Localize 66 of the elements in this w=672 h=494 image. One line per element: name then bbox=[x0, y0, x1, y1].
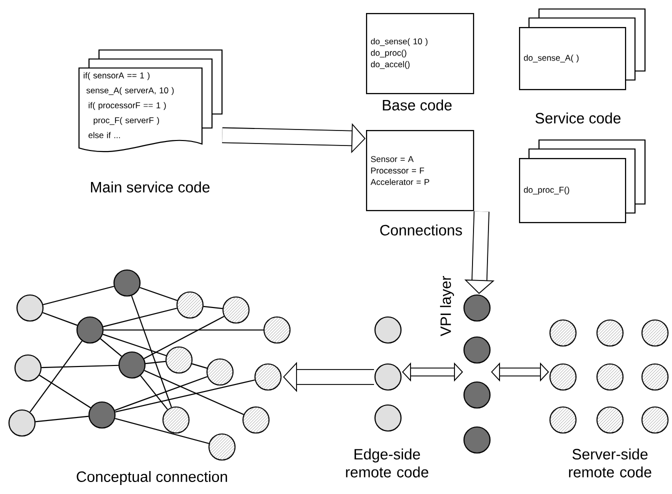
circle-node bbox=[596, 363, 624, 391]
connector-line bbox=[42, 312, 78, 326]
block-arrow bbox=[491, 362, 549, 382]
circle-node bbox=[596, 319, 624, 347]
code-box: do_sense( 10 ) do_proc() do_accel() bbox=[366, 13, 474, 94]
circle-node bbox=[641, 319, 669, 347]
connector-line bbox=[114, 418, 210, 444]
connector-line bbox=[30, 340, 82, 412]
code-box: Sensor = A Processor = F Accelerator = P bbox=[366, 130, 474, 212]
circle-node bbox=[222, 296, 250, 324]
circle-node bbox=[463, 294, 491, 322]
node-label: Connections bbox=[380, 224, 462, 236]
circle-node bbox=[242, 406, 270, 434]
block-arrow bbox=[402, 362, 463, 382]
circle-node bbox=[374, 316, 402, 344]
circle-node bbox=[641, 406, 669, 434]
document-stack: if( sensorA == 1 ) sense_A( serverA, 10 ) if( processorF == 1 ) proc_F( serverF ) else if ... bbox=[78, 49, 223, 152]
label: Conceptual connection bbox=[76, 471, 228, 485]
connector-line bbox=[35, 416, 89, 422]
connector-line bbox=[39, 374, 91, 408]
connector-line bbox=[203, 306, 223, 310]
circle-node bbox=[254, 363, 282, 391]
connector-line bbox=[115, 379, 255, 412]
circle-node bbox=[113, 269, 141, 297]
connector-line bbox=[192, 363, 208, 369]
connector-line bbox=[114, 376, 208, 411]
label: Server-side remote code bbox=[569, 448, 652, 478]
circle-node bbox=[549, 319, 577, 347]
connector-line bbox=[103, 308, 177, 328]
circle-node bbox=[374, 363, 402, 391]
circle-node bbox=[206, 358, 234, 386]
page-stack: do_proc_F() bbox=[519, 139, 646, 224]
connector-line bbox=[131, 296, 172, 408]
connector-line bbox=[100, 338, 122, 357]
circle-node bbox=[208, 433, 236, 461]
connector-line bbox=[140, 375, 168, 410]
connector-line bbox=[42, 364, 118, 368]
circle-node bbox=[549, 406, 577, 434]
connector-line bbox=[104, 329, 264, 331]
circle-node bbox=[88, 401, 116, 429]
circle-node bbox=[16, 294, 44, 322]
circle-node bbox=[165, 346, 193, 374]
circle-node bbox=[374, 404, 402, 432]
circle-node bbox=[596, 406, 624, 434]
circle-node bbox=[463, 381, 491, 409]
circle-node bbox=[463, 336, 491, 364]
circle-node bbox=[118, 351, 146, 379]
connector-line bbox=[102, 334, 166, 356]
connector-line bbox=[140, 286, 178, 302]
circle-node bbox=[641, 363, 669, 391]
label: Edge-side remote code bbox=[346, 448, 428, 478]
circle-node bbox=[14, 354, 42, 382]
connector-line bbox=[43, 286, 114, 306]
connector-line bbox=[144, 316, 224, 360]
circle-node bbox=[463, 426, 491, 454]
circle-node bbox=[176, 291, 204, 319]
circle-node bbox=[162, 406, 190, 434]
node-label: Base code bbox=[382, 100, 452, 110]
node-label: Service code bbox=[535, 112, 620, 124]
circle-node bbox=[8, 409, 36, 437]
circle-node bbox=[76, 316, 104, 344]
connector-line bbox=[145, 360, 166, 364]
circle-node bbox=[263, 316, 291, 344]
connector-line bbox=[144, 370, 244, 415]
node-label: Main service code bbox=[91, 182, 210, 192]
label: VPI layer bbox=[440, 276, 454, 336]
